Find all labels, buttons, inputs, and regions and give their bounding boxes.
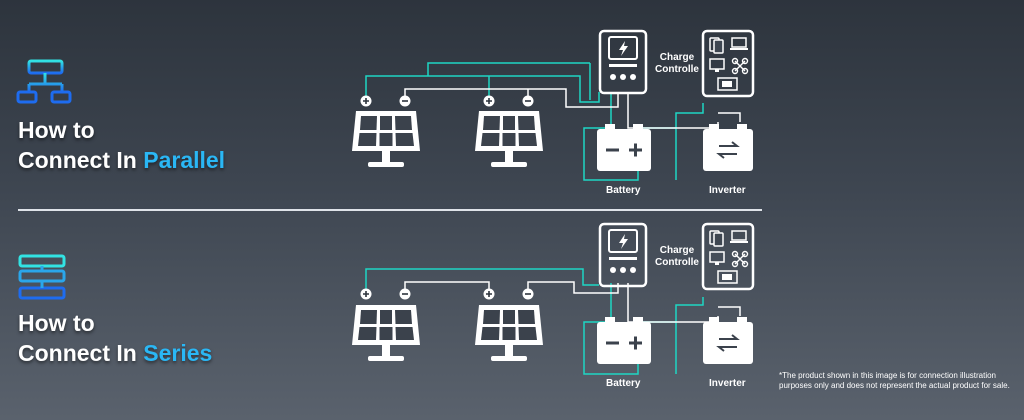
charge-controller-icon — [598, 222, 648, 288]
series-diagram-icon — [18, 254, 66, 300]
series-battery-label: Battery — [606, 378, 641, 389]
battery-icon — [595, 122, 653, 173]
series-controller-label: Charge Controlle — [655, 245, 699, 268]
parallel-heading-line1: How to — [18, 117, 95, 143]
section-divider — [18, 209, 762, 211]
parallel-heading-line2: Connect In Parallel — [18, 145, 225, 175]
series-heading-highlight: Series — [143, 340, 213, 366]
solar-panel-icon — [475, 111, 543, 167]
parallel-panel-1 — [352, 94, 420, 167]
parallel-panel-2 — [475, 94, 543, 167]
series-heading-line1: How to — [18, 310, 95, 336]
series-inverter-label: Inverter — [709, 378, 746, 389]
minus-terminal-icon — [521, 94, 535, 108]
solar-panel-icon — [352, 305, 420, 361]
series-heading-line2: Connect In Series — [18, 338, 212, 368]
minus-terminal-icon — [521, 287, 535, 301]
series-heading-prefix: Connect In — [18, 340, 144, 366]
charge-controller-icon — [598, 29, 648, 95]
parallel-heading: How to Connect In Parallel — [18, 115, 225, 175]
disclaimer-text: *The product shown in this image is for … — [779, 371, 1010, 390]
solar-panel-icon — [352, 111, 420, 167]
appliances-icon — [701, 29, 755, 98]
series-wiring — [365, 268, 741, 375]
plus-terminal-icon — [482, 287, 496, 301]
solar-panel-icon — [475, 305, 543, 361]
parallel-heading-prefix: Connect In — [18, 147, 144, 173]
parallel-diagram-icon — [16, 59, 72, 104]
inverter-icon — [702, 316, 754, 365]
inverter-icon — [702, 123, 754, 172]
series-panel-2 — [475, 287, 543, 361]
minus-terminal-icon — [398, 287, 412, 301]
parallel-heading-highlight: Parallel — [143, 147, 226, 173]
parallel-battery-label: Battery — [606, 185, 641, 196]
plus-terminal-icon — [482, 94, 496, 108]
parallel-inverter-label: Inverter — [709, 185, 746, 196]
parallel-controller-label: Charge Controlle — [655, 52, 699, 75]
battery-icon — [595, 315, 653, 366]
series-heading: How to Connect In Series — [18, 308, 212, 368]
appliances-icon — [701, 222, 755, 291]
parallel-wiring — [365, 62, 741, 181]
plus-terminal-icon — [359, 94, 373, 108]
minus-terminal-icon — [398, 94, 412, 108]
plus-terminal-icon — [359, 287, 373, 301]
series-panel-1 — [352, 287, 420, 361]
